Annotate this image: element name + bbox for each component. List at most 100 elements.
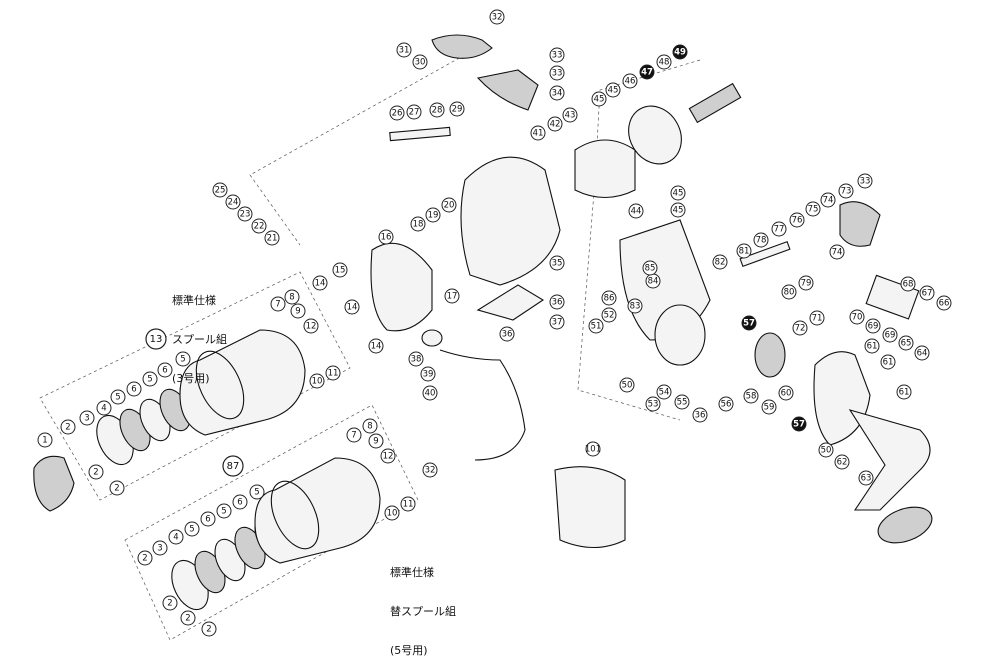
- callout-circle: [412, 54, 428, 70]
- part-callout-1: 1: [37, 432, 53, 448]
- callout-circle: [303, 318, 319, 334]
- callout-number: 43: [565, 111, 576, 121]
- callout-number: 5: [147, 375, 152, 385]
- callout-circle: [212, 182, 228, 198]
- callout-circle: [88, 464, 104, 480]
- part-callout-21: 21: [264, 230, 280, 246]
- callout-number: 80: [784, 288, 795, 298]
- callout-number: 2: [65, 423, 70, 433]
- spool-a-boundary: [39, 271, 351, 501]
- callout-circle: [378, 229, 394, 245]
- callout-number: 36: [695, 411, 706, 421]
- callout-circle: [290, 303, 306, 319]
- part-callout-23: 23: [237, 206, 253, 222]
- callout-circle: [549, 65, 565, 81]
- body-cover: [476, 284, 545, 321]
- part-callout-57: 57: [741, 315, 757, 331]
- part-callout-78: 78: [753, 232, 769, 248]
- callout-number: 50: [821, 446, 832, 456]
- callout-circle: [389, 105, 405, 121]
- part-callout-47: 47: [639, 64, 655, 80]
- callout-number: 61: [883, 358, 894, 368]
- callout-number: 71: [812, 314, 823, 324]
- part-callout-20: 20: [441, 197, 457, 213]
- callout-circle: [778, 385, 794, 401]
- callout-number: 101: [585, 445, 601, 455]
- part-callout-66: 66: [936, 295, 952, 311]
- part-callout-85: 85: [642, 260, 658, 276]
- callout-number: 27: [409, 108, 420, 118]
- part-callout-69: 69: [882, 327, 898, 343]
- part-callout-30: 30: [412, 54, 428, 70]
- part-callout-8: 8: [362, 418, 378, 434]
- callout-circle: [384, 505, 400, 521]
- part-callout-6: 6: [157, 362, 173, 378]
- part-callout-15: 15: [332, 262, 348, 278]
- callout-number: 3: [157, 544, 162, 554]
- part-callout-14: 14: [312, 275, 328, 291]
- part-callout-45: 45: [670, 202, 686, 218]
- part-callout-34: 34: [549, 85, 565, 101]
- callout-number: 32: [492, 13, 503, 23]
- callout-number: 10: [387, 509, 398, 519]
- callout-circle: [936, 295, 952, 311]
- part-callout-67: 67: [919, 285, 935, 301]
- part-callout-62: 62: [834, 454, 850, 470]
- part-callout-5: 5: [110, 389, 126, 405]
- callout-circle: [900, 276, 916, 292]
- part-callout-76: 76: [789, 212, 805, 228]
- callout-circle: [818, 442, 834, 458]
- part-callout-5: 5: [249, 484, 265, 500]
- part-callout-39: 39: [420, 366, 436, 382]
- callout-circle: [645, 396, 661, 412]
- part-callout-65: 65: [898, 335, 914, 351]
- callout-number: 8: [289, 293, 294, 303]
- part-callout-2: 2: [137, 550, 153, 566]
- part-callout-2: 2: [201, 621, 217, 637]
- callout-number: 63: [861, 474, 872, 484]
- callout-circle: [865, 318, 881, 334]
- part-callout-50: 50: [818, 442, 834, 458]
- callout-circle: [639, 64, 655, 80]
- part-callout-2: 2: [88, 464, 104, 480]
- part-callout-12: 12: [303, 318, 319, 334]
- callout-circle: [601, 307, 617, 323]
- callout-number: 5: [180, 355, 185, 365]
- callout-circle: [547, 116, 563, 132]
- callout-number: 30: [415, 58, 426, 68]
- callout-circle: [142, 371, 158, 387]
- callout-circle: [157, 362, 173, 378]
- part-callout-54: 54: [656, 384, 672, 400]
- callout-circle: [444, 288, 460, 304]
- callout-number: 23: [240, 210, 251, 220]
- part-callout-50: 50: [619, 377, 635, 393]
- callout-number: 79: [801, 279, 812, 289]
- callout-number: 67: [922, 289, 933, 299]
- oscillation-rod: [739, 240, 791, 268]
- callout-circle: [312, 275, 328, 291]
- callout-number: 76: [792, 216, 803, 226]
- callout-circle: [585, 441, 601, 457]
- part-callout-61: 61: [896, 384, 912, 400]
- callout-number: 75: [808, 205, 819, 215]
- part-callout-19: 19: [425, 207, 441, 223]
- part-callout-27: 27: [406, 104, 422, 120]
- callout-circle: [346, 427, 362, 443]
- part-callout-46: 46: [622, 73, 638, 89]
- part-callout-74: 74: [820, 192, 836, 208]
- part-callout-17: 17: [444, 288, 460, 304]
- callout-circle: [410, 216, 426, 232]
- callout-number: 55: [677, 398, 688, 408]
- callout-circle: [549, 47, 565, 63]
- callout-circle: [761, 399, 777, 415]
- callout-circle: [627, 298, 643, 314]
- part-callout-7: 7: [346, 427, 362, 443]
- handle-knob: [877, 506, 933, 544]
- part-callout-32: 32: [422, 462, 438, 478]
- callout-number: 12: [383, 452, 394, 462]
- part-callout-83: 83: [627, 298, 643, 314]
- callout-number: 56: [721, 400, 732, 410]
- part-callout-75: 75: [805, 201, 821, 217]
- callout-number: 83: [630, 302, 641, 312]
- callout-circle: [79, 410, 95, 426]
